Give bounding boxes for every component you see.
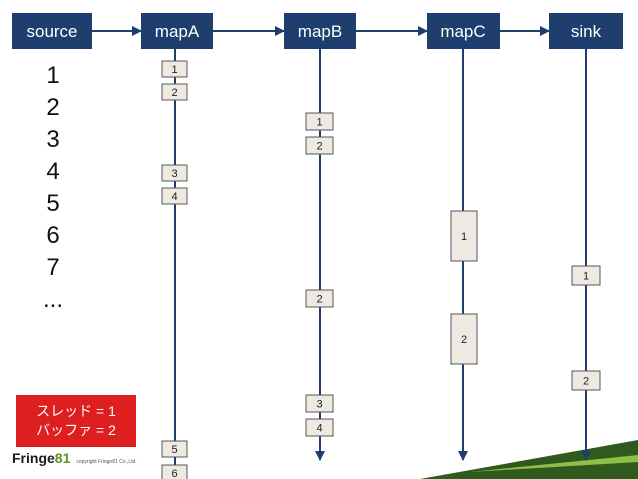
svg-text:2: 2 [461,334,467,346]
source-item: 6 [46,222,60,249]
svg-text:2: 2 [583,376,589,388]
brand-logo-number: 81 [54,450,71,466]
svg-text:5: 5 [171,444,177,456]
mapA-item-box: 4 [161,187,188,205]
mapA-item-box: 6 [161,464,188,479]
svg-text:4: 4 [171,191,177,203]
node-source-label: source [26,22,77,41]
svg-text:3: 3 [316,399,322,411]
green-slope-highlight [470,455,638,472]
mapA-item-box: 2 [161,83,188,101]
node-mapB: mapB [284,13,356,49]
source-item-list: 1 2 3 4 5 6 7 ... [28,60,78,316]
node-mapB-label: mapB [298,22,342,41]
legend-box: スレッド = 1 バッファ = 2 [16,395,136,447]
legend-thread-label: スレッド = 1 [36,403,116,419]
svg-text:1: 1 [171,64,177,76]
sink-item-box: 2 [571,370,601,391]
source-item: 2 [46,94,60,121]
source-item: 7 [46,254,60,281]
node-sink-label: sink [571,22,602,41]
mapA-item-box: 3 [161,164,188,182]
node-source: source [12,13,92,49]
mapA-item-box: 5 [161,440,188,458]
svg-text:1: 1 [583,271,589,283]
mapC-item-box: 1 [450,210,478,262]
source-item-ellipsis: ... [42,286,63,313]
mapB-item-box: 3 [305,394,334,413]
mapB-item-box: 2 [305,289,334,308]
sink-item-box: 1 [571,265,601,286]
mapB-item-box: 2 [305,136,334,155]
node-mapA: mapA [141,13,213,49]
svg-text:3: 3 [171,168,177,180]
node-mapA-label: mapA [155,22,200,41]
node-mapC-label: mapC [440,22,485,41]
svg-text:6: 6 [171,468,177,479]
svg-text:1: 1 [461,231,467,243]
source-item: 4 [46,158,60,185]
node-sink: sink [549,13,623,49]
svg-text:2: 2 [171,87,177,99]
mapB-item-box: 1 [305,112,334,131]
svg-text:1: 1 [316,117,322,129]
svg-text:2: 2 [316,294,322,306]
mapA-item-box: 1 [161,60,188,78]
svg-text:2: 2 [316,141,322,153]
legend-buffer-label: バッファ = 2 [36,422,116,438]
source-item: 5 [46,190,60,217]
source-item: 3 [46,126,60,153]
mapB-item-box: 4 [305,418,334,437]
brand-logo-name: Fringe [12,450,55,466]
mapC-item-box: 2 [450,313,478,365]
green-slope-shape [420,440,638,479]
svg-text:4: 4 [316,423,322,435]
node-mapC: mapC [427,13,500,49]
source-item: 1 [46,62,60,89]
copyright-text: copyright Fringe81 Co.,Ltd. [76,459,137,465]
